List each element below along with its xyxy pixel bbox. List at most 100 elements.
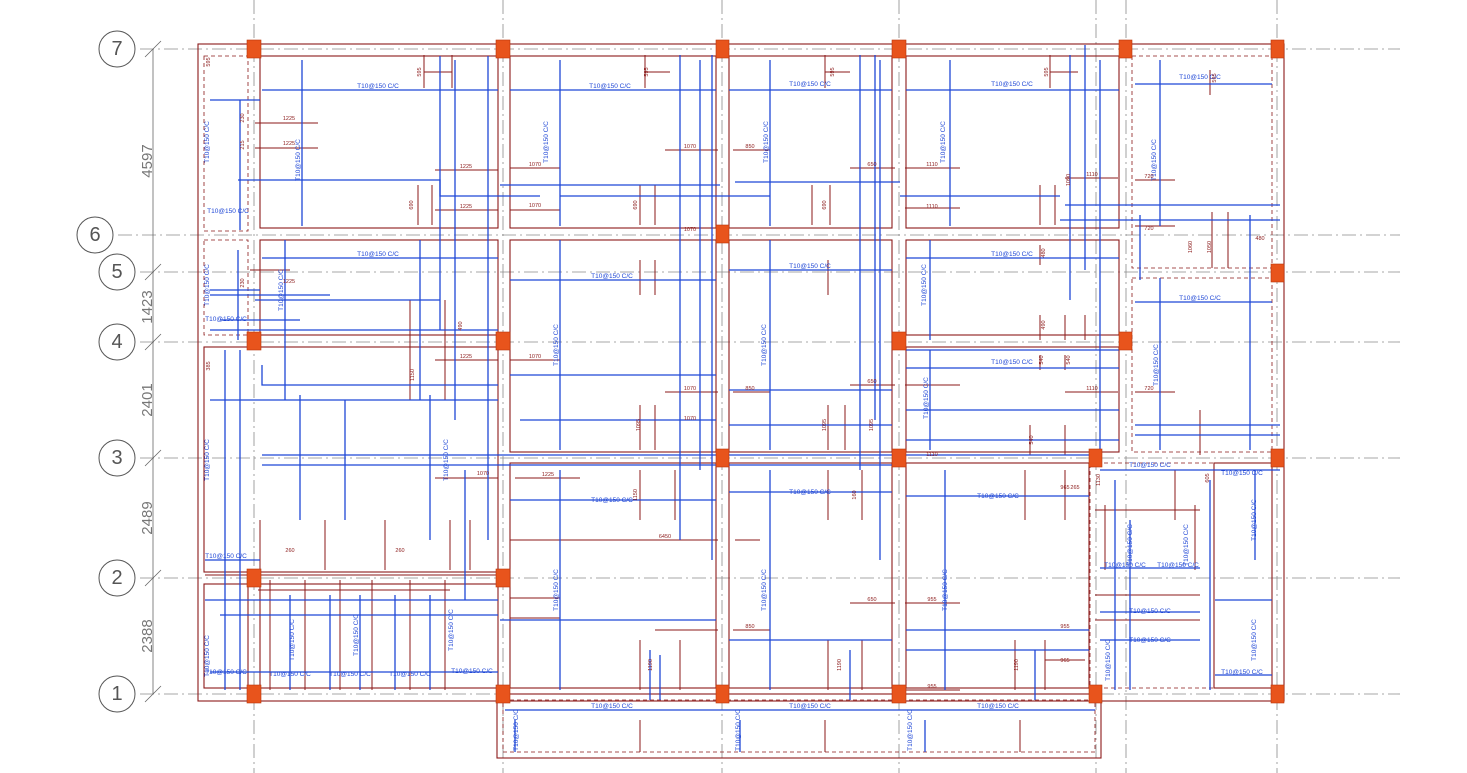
bar-callout: T10@150 C/C bbox=[204, 264, 211, 306]
rebar-dim: 1225 bbox=[460, 164, 472, 170]
column bbox=[246, 331, 262, 351]
rebar-dim: 1070 bbox=[529, 354, 541, 360]
rebar-bar bbox=[1095, 505, 1200, 621]
rebar-dim: 490 bbox=[1041, 320, 1047, 329]
rebar-dim: 1110 bbox=[926, 162, 937, 168]
rebar-bar bbox=[559, 470, 1256, 690]
bar-callout: T10@150 C/C bbox=[1179, 74, 1221, 81]
rebar-bar bbox=[435, 477, 580, 501]
rebar-dim: 955 bbox=[927, 597, 936, 603]
bar-callout: T10@150 C/C bbox=[591, 497, 633, 504]
rebar-bar bbox=[644, 55, 670, 88]
rebar-bar bbox=[649, 650, 1036, 700]
rebar-dim: 1050 bbox=[1207, 241, 1213, 253]
rebar-dimension-labels: 595 595 595 595 595 595 1225 1225 1225 1… bbox=[206, 57, 1265, 690]
rebar-bar bbox=[850, 410, 1201, 456]
bar-callout: T10@150 C/C bbox=[991, 81, 1033, 88]
rebar-bar bbox=[1039, 315, 1086, 370]
column bbox=[495, 39, 511, 59]
rebar-dim: 540 bbox=[1029, 435, 1035, 444]
column bbox=[715, 224, 730, 244]
dimension-label: 2388 bbox=[139, 619, 156, 652]
rebar-bar bbox=[1114, 480, 1211, 690]
grid-bubble bbox=[98, 675, 136, 713]
slab-outer-boundary bbox=[197, 43, 1285, 702]
rebar-dim: 1225 bbox=[283, 116, 295, 122]
column bbox=[891, 448, 907, 468]
grid-bubble-label: 7 bbox=[111, 38, 122, 60]
bar-callout: T10@150 C/C bbox=[295, 139, 302, 181]
grid-bubble-label: 6 bbox=[89, 224, 100, 246]
slab-bottom-projection-inner bbox=[502, 699, 1096, 753]
bar-callout: T10@150 C/C bbox=[329, 671, 371, 678]
column bbox=[495, 568, 511, 588]
rebar-dim: 965 bbox=[1060, 658, 1069, 664]
rebar-bar bbox=[859, 55, 881, 560]
slab-panel bbox=[203, 55, 249, 232]
column bbox=[1118, 39, 1133, 59]
rebar-dim: 1225 bbox=[283, 279, 295, 285]
rebar-bar bbox=[639, 245, 1041, 295]
rebar-bar bbox=[435, 167, 560, 211]
bar-callout: T10@150 C/C bbox=[204, 635, 211, 677]
rebar-dim: 965 bbox=[1060, 485, 1069, 491]
rebar-dim: 1070 bbox=[477, 471, 489, 477]
column bbox=[715, 39, 730, 59]
bar-callout: T10@150 C/C bbox=[543, 121, 550, 163]
rebar-dim: 1225 bbox=[460, 354, 472, 360]
rebar-dim: 1225 bbox=[460, 204, 472, 210]
rebar-dim: 385 bbox=[206, 361, 212, 370]
bar-callout: T10@150 C/C bbox=[977, 493, 1019, 500]
bar-callout: T10@150 C/C bbox=[289, 619, 296, 661]
bar-callout: T10@150 C/C bbox=[553, 569, 560, 611]
rebar-dim: 1110 bbox=[1086, 172, 1097, 178]
rebar-dim: 1070 bbox=[529, 162, 541, 168]
rebar-dim: 230 bbox=[240, 278, 246, 287]
rebar-dim: 720 bbox=[1144, 174, 1153, 180]
column bbox=[1088, 448, 1103, 468]
bar-callout: T10@150 C/C bbox=[451, 668, 493, 675]
rebar-dim: 690 bbox=[409, 200, 415, 209]
bar-callout: T10@150 C/C bbox=[448, 609, 455, 651]
rebar-bar bbox=[1069, 45, 1101, 450]
rebar-dim: 650 bbox=[867, 162, 876, 168]
blue-rebar-bars bbox=[205, 45, 1280, 752]
rebar-dim: 265 bbox=[1070, 485, 1079, 491]
slab-panel bbox=[203, 346, 499, 573]
rebar-bar bbox=[262, 257, 1272, 303]
rebar-dim: 215 bbox=[240, 140, 246, 149]
rebar-bar bbox=[510, 469, 1280, 501]
column bbox=[1270, 263, 1285, 283]
bar-callout: T10@150 C/C bbox=[763, 121, 770, 163]
rebar-dim: 1070 bbox=[684, 386, 696, 392]
rebar-bar bbox=[289, 595, 431, 690]
rebar-bar bbox=[1060, 204, 1280, 450]
slab-panel bbox=[728, 55, 893, 229]
rebar-bar bbox=[255, 122, 318, 149]
slab-panel bbox=[905, 346, 1120, 453]
bar-callout: T10@150 C/C bbox=[357, 251, 399, 258]
bar-callout: T10@150 C/C bbox=[991, 359, 1033, 366]
rebar-dim: 1190 bbox=[1014, 659, 1020, 671]
rebar-bar bbox=[639, 720, 1021, 752]
column bbox=[1270, 448, 1285, 468]
bar-callout: T10@150 C/C bbox=[443, 439, 450, 481]
grid-bubble-label: 4 bbox=[111, 331, 122, 353]
bar-callout: T10@150 C/C bbox=[204, 121, 211, 163]
rebar-dim: 850 bbox=[745, 624, 754, 630]
slab-panel bbox=[203, 583, 249, 689]
rebar-dim: 595 bbox=[417, 67, 423, 76]
red-rebar-bars bbox=[205, 55, 1238, 752]
slab-panel bbox=[1213, 462, 1273, 689]
rebar-bar bbox=[259, 520, 471, 570]
rebar-bar bbox=[665, 149, 960, 209]
rebar-dim: 690 bbox=[633, 200, 639, 209]
bar-callout: T10@150 C/C bbox=[942, 569, 949, 611]
column bbox=[495, 684, 511, 704]
rebar-dim: 1070 bbox=[529, 203, 541, 209]
bar-callout: T10@150 C/C bbox=[553, 324, 560, 366]
bar-callout: T10@150 C/C bbox=[1151, 139, 1158, 181]
bar-callout: T10@150 C/C bbox=[1129, 462, 1171, 469]
bar-callout: T10@150 C/C bbox=[278, 269, 285, 311]
slab-panel bbox=[259, 55, 499, 229]
